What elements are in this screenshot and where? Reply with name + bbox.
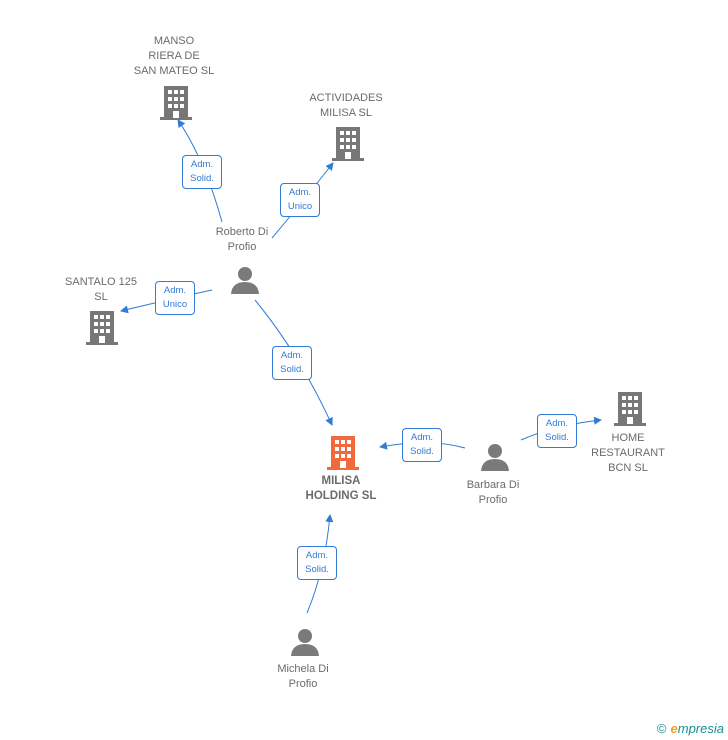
building-icon-highlighted bbox=[327, 436, 359, 470]
person-icon bbox=[481, 444, 509, 471]
edge-label-roberto-santalo: Adm. Unico bbox=[155, 281, 195, 315]
building-icon bbox=[160, 86, 192, 120]
edge-label-roberto-manso: Adm. Solid. bbox=[182, 155, 222, 189]
label-milisa: MILISA HOLDING SL bbox=[305, 475, 377, 502]
edge-label-barbara-home: Adm. Solid. bbox=[537, 414, 577, 448]
label-actividades: ACTIVIDADES MILISA SL bbox=[309, 92, 383, 119]
building-icon bbox=[332, 127, 364, 161]
label-roberto: Roberto Di Profio bbox=[215, 226, 269, 253]
person-icon bbox=[291, 629, 319, 656]
label-home: HOME RESTAURANT BCN SL bbox=[591, 432, 665, 474]
label-manso: MANSO RIERA DE SAN MATEO SL bbox=[133, 35, 215, 77]
label-michela: Michela Di Profio bbox=[277, 663, 329, 690]
edge-label-roberto-milisa: Adm. Solid. bbox=[272, 346, 312, 380]
building-icon bbox=[614, 392, 646, 426]
brand-name: mpresia bbox=[677, 721, 724, 736]
copyright-symbol: © bbox=[656, 721, 667, 736]
person-icon bbox=[231, 267, 259, 294]
edge-label-barbara-milisa: Adm. Solid. bbox=[402, 428, 442, 462]
edge-label-michela-milisa: Adm. Solid. bbox=[297, 546, 337, 580]
label-barbara: Barbara Di Profio bbox=[466, 479, 520, 506]
brand-footer: ©empresia bbox=[657, 721, 724, 736]
edge-label-roberto-actividades: Adm. Unico bbox=[280, 183, 320, 217]
label-santalo: SANTALO 125 SL bbox=[65, 276, 137, 303]
brand-initial: e bbox=[670, 721, 678, 736]
building-icon bbox=[86, 311, 118, 345]
